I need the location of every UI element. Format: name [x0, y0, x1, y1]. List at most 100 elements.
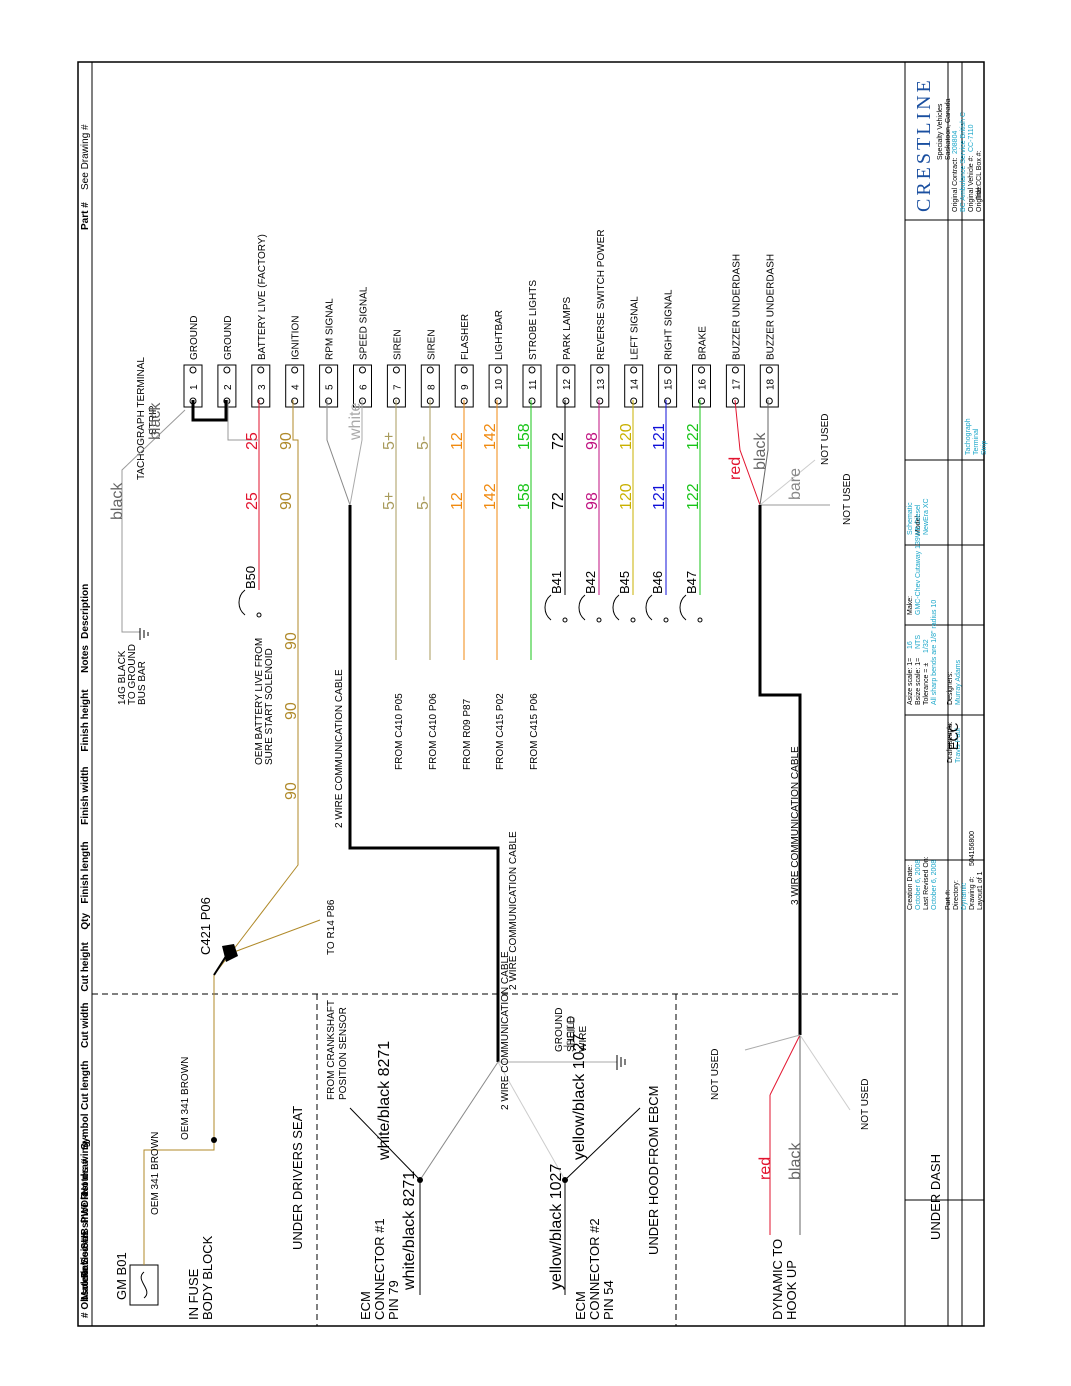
from-c410-p06: FROM C410 P06 [428, 693, 439, 770]
terminal-16-number: 16 [698, 378, 709, 390]
ground-bus-label-2: BUS BAR [137, 661, 148, 705]
connector-B47-arc [679, 594, 687, 621]
wire-label-11-1: 122 [685, 483, 702, 510]
obsolete-label: # Obsolete See #: [80, 1235, 91, 1318]
make-value: GMC-Chev Cutaway 139WB Diesel [915, 504, 922, 615]
terminal-5-screw-bottom [325, 397, 333, 405]
wire-label-white: white [347, 403, 364, 441]
wire-label-9-1: 120 [618, 483, 635, 510]
tolerance-label: Tolerance = ± [923, 663, 930, 705]
terminal-18-label: BUZZER UNDERDASH [765, 254, 776, 360]
ecc-label: ECC [946, 723, 961, 750]
ground-wire [121, 409, 186, 633]
terminal-17-screw-top [731, 366, 739, 374]
draftspeople-value: Travis Paul [955, 728, 962, 763]
terminal-12-label: PARK LAMPS [562, 297, 573, 360]
directory-value: Dynamic [961, 882, 968, 910]
ecm1-label-2: PIN 79 [386, 1280, 401, 1320]
terminal-2-number: 2 [223, 384, 234, 390]
terminal-18-screw-bottom [765, 397, 773, 405]
terminal-18-box [759, 364, 779, 408]
fuse-symbol [140, 1271, 148, 1299]
terminal-10-screw-top [494, 366, 502, 374]
terminal-15-screw-top [664, 366, 672, 374]
terminal-12-screw-top [562, 366, 570, 374]
orig-vehicle-label: Original Vehicle #: [968, 156, 975, 212]
connector-B50-label: B50 [243, 566, 258, 589]
ecm1-splice [417, 1177, 423, 1183]
asize-label: Asize scale: 1= [907, 658, 914, 705]
bends-note: All sharp bends are 1/8" radius 10 [931, 600, 938, 705]
title-label: Title: [976, 185, 983, 200]
wire-label-5-0: 142 [482, 423, 499, 450]
oem-brown-label-a: OEM 341 BROWN [150, 1132, 161, 1215]
wire-label-7-1: 72 [550, 492, 567, 510]
ecm1-wire-label-upper: white/black 8271 [376, 1041, 393, 1161]
three-wire-cable-label: 3 WIRE COMMUNICATION CABLE [790, 746, 801, 905]
wire-label-3-0: 5- [415, 436, 432, 450]
header-col-2: PWDR [80, 1192, 91, 1223]
wire-buzzer-white [759, 459, 816, 506]
header-col-13: Description [80, 584, 91, 639]
wire-label-2-0: 5+ [381, 432, 398, 450]
terminal-strip-title-1: TACHOGRAPH TERMINAL [136, 357, 147, 480]
terminal-8-number: 8 [426, 384, 437, 390]
wire-label-90-2: 90 [283, 782, 300, 800]
designers-label: Designers: [947, 671, 954, 705]
bsize-label: Bsize scale: 1= [915, 658, 922, 705]
dynamic-label-1: HOOK UP [784, 1260, 799, 1320]
terminal-17-label: BUZZER UNDERDASH [731, 254, 742, 360]
designers-value: Murray Adams [955, 659, 962, 705]
terminal-15-box [658, 364, 678, 408]
wire-label-2-1: 5+ [381, 492, 398, 510]
oem-brown-label-b: OEM 341 BROWN [180, 1057, 191, 1140]
terminal-16-box [692, 364, 711, 408]
crankshaft-label-1: POSITION SENSOR [338, 1007, 349, 1100]
terminal-4-screw-top [291, 366, 299, 374]
from-ebcm-label: FROM EBCM [646, 1086, 661, 1165]
wire-label-6-1: 158 [516, 483, 533, 510]
title-line-2: Terminal [973, 428, 980, 455]
wire-label-black-dash: black [787, 1142, 804, 1180]
terminal-12-number: 12 [562, 378, 573, 390]
terminal-3-number: 3 [257, 384, 268, 390]
terminal-16-screw-bottom [698, 397, 705, 405]
asize-value: 16 [907, 641, 914, 649]
connector-B41-arc [544, 594, 552, 621]
terminal-9-number: 9 [460, 384, 471, 390]
terminal-10-label: LIGHTBAR [494, 310, 505, 360]
drawing-label: Drawing #: [969, 876, 976, 910]
terminal-18-screw-top [765, 366, 773, 374]
dynamic-label-0: DYNAMIC TO [770, 1239, 785, 1320]
terminal-14-screw-top [630, 366, 638, 374]
terminal-5-label: RPM SIGNAL [325, 298, 336, 360]
wire-label-11-0: 122 [685, 423, 702, 450]
revised-label: Last Revised On: [923, 856, 930, 910]
terminal-11-box [522, 364, 542, 408]
model-label: Model: [915, 514, 922, 535]
ground-bus-label-0: 14G BLACK [117, 650, 128, 705]
wire-label-90-1: 90 [283, 702, 300, 720]
connector-B45-label: B45 [617, 571, 632, 594]
orig-ccl-label: Original CCL Box #: [976, 150, 983, 212]
connector-B47-pin [697, 617, 703, 623]
to-r14-label: TO R14 P86 [326, 899, 337, 955]
header-col-7: Cut height [80, 941, 91, 991]
terminal-4-box [285, 364, 305, 408]
wire-25-jump [227, 400, 258, 441]
title-line-1: Tachograph [965, 418, 972, 455]
terminal-13-label: REVERSE SWITCH POWER [596, 229, 607, 360]
header-col-9: Finish length [80, 841, 91, 903]
connector-B46-pin [663, 617, 669, 623]
wire-label-4-0: 12 [449, 432, 466, 450]
in-fuse-label-0: IN FUSE [186, 1268, 201, 1320]
terminal-14-number: 14 [630, 378, 641, 390]
terminal-1-number: 1 [189, 384, 200, 390]
orig-vehicle-value: CC-7110 [968, 124, 975, 152]
header-col-12: Notes [80, 645, 91, 673]
connector-B41-pin [562, 617, 568, 623]
connector-B42-arc [578, 594, 586, 621]
